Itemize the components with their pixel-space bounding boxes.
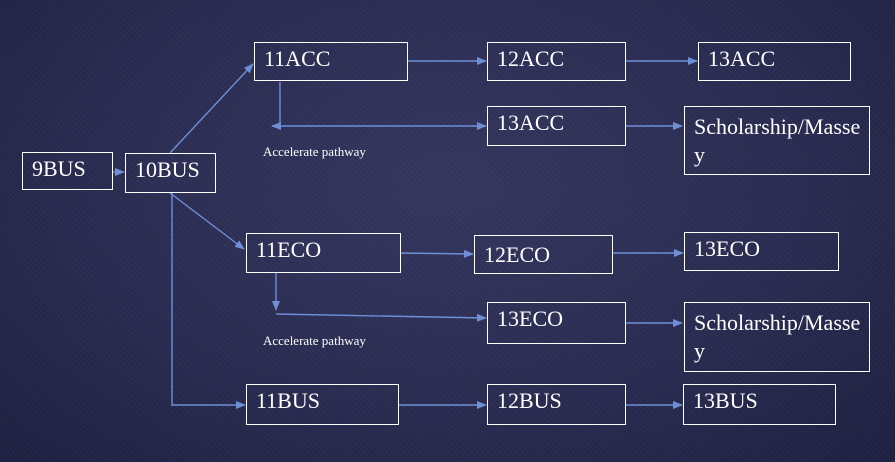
node-13eco-top: 13ECO <box>684 232 839 271</box>
node-acc-scholarship: Scholarship/Massey <box>684 106 870 175</box>
node-13eco-accelerated: 13ECO <box>487 302 626 344</box>
arrow-11acc-accelerate <box>271 82 281 130</box>
node-11bus: 11BUS <box>246 384 399 425</box>
node-13acc-accelerated: 13ACC <box>487 106 626 146</box>
node-12bus: 12BUS <box>487 384 626 425</box>
node-10bus: 10BUS <box>125 153 216 193</box>
note-eco-accelerate: Accelerate pathway <box>263 333 366 348</box>
arrow-10bus-11acc <box>169 63 254 154</box>
node-11eco: 11ECO <box>246 233 401 273</box>
note-acc-accelerate: Accelerate pathway <box>263 144 366 159</box>
arrow-11eco-12eco <box>399 249 474 258</box>
arrow-accelerate-13eco <box>275 313 487 322</box>
arrow-10bus-11eco <box>169 192 245 250</box>
arrow-10bus-11bus <box>171 193 246 409</box>
node-9bus: 9BUS <box>22 152 113 190</box>
node-12acc: 12ACC <box>487 42 626 81</box>
node-11acc: 11ACC <box>254 42 408 81</box>
node-12eco: 12ECO <box>474 235 613 274</box>
node-13acc-top: 13ACC <box>698 42 851 81</box>
node-eco-scholarship: Scholarship/Massey <box>684 302 870 372</box>
node-13bus: 13BUS <box>683 384 836 425</box>
